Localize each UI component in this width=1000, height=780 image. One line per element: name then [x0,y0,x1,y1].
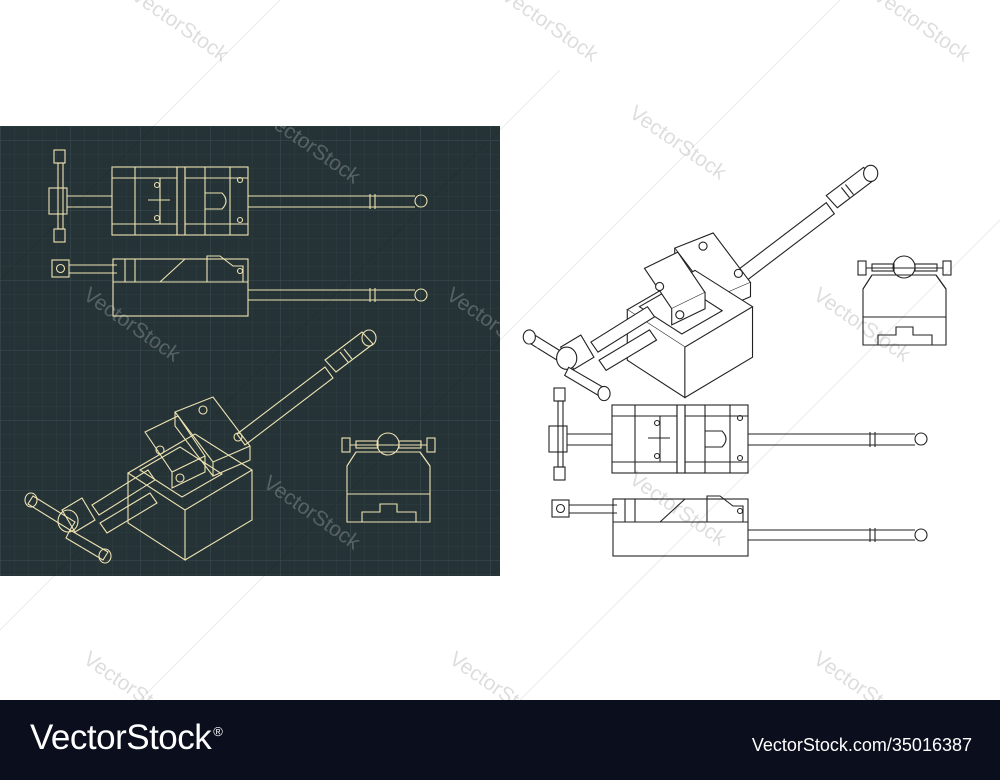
watermark-text: VectorStock [809,283,914,366]
footer-bar [0,700,1000,780]
watermark-text: VectorStock [625,467,730,550]
footer-image-id: VectorStock.com/35016387 [751,735,972,755]
outline-isometric-view [522,164,879,402]
watermark-text: VectorStock [869,0,974,67]
watermark-text: VectorStock [625,101,730,184]
registered-mark: ® [213,724,223,740]
watermark-text: VectorStock [497,0,602,67]
watermark-text: VectorStock [127,0,232,67]
blueprint-panel [0,126,500,576]
footer-logo-text: VectorStock [30,718,212,757]
watermark-lines [0,0,1000,701]
outline-side-view [551,495,928,557]
footer-logo: VectorStock® [30,718,223,758]
outline-top-view [548,387,928,481]
